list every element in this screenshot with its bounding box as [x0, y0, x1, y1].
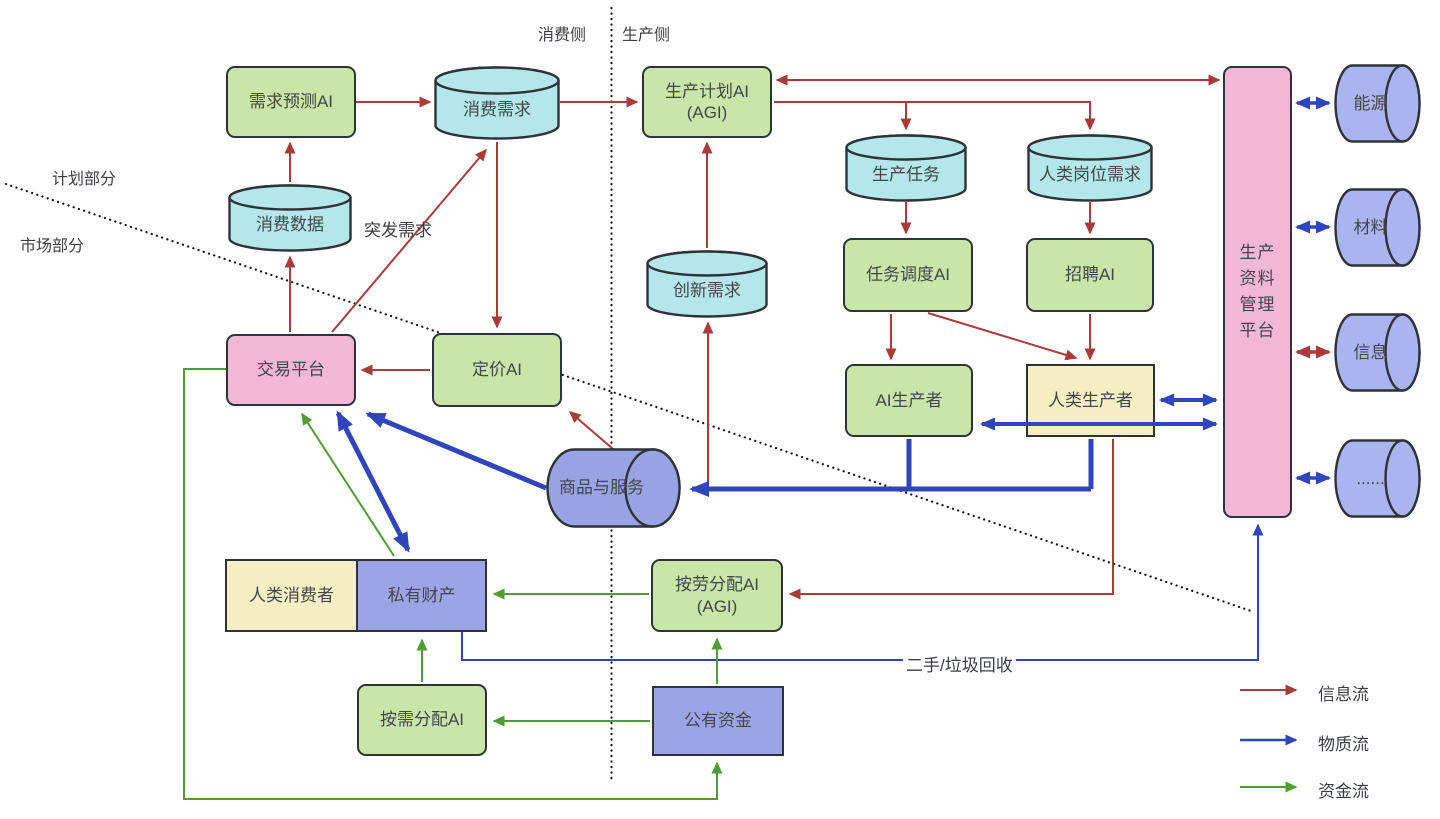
node-material: 材料 — [1334, 188, 1421, 267]
edge-producers-down — [906, 439, 1094, 489]
node-production-task-label: 生产任务 — [872, 164, 940, 184]
node-innovation-demand: 创新需求 — [646, 250, 768, 318]
node-need-distribution-ai-label: 按需分配AI — [379, 710, 465, 730]
node-labor-distribution-ai: 按劳分配AI (AGI) — [651, 559, 783, 632]
node-production-plan-ai-label: 生产计划AI — [664, 81, 750, 101]
edge-trade-property-bidir — [335, 410, 411, 553]
node-human-consumer-label: 人类消费者 — [249, 585, 334, 605]
edge-plan-to-jobdemand — [774, 101, 1096, 131]
node-consumer-property-group: 人类消费者 私有财产 — [225, 559, 487, 632]
legend-material-label: 物质流 — [1318, 735, 1369, 754]
label-producer-side: 生产侧 — [622, 27, 671, 44]
node-consumption-demand-label: 消费需求 — [463, 99, 531, 119]
label-market-part: 市场部分 — [20, 238, 85, 255]
node-information-label: 信息 — [1353, 342, 1388, 362]
node-innovation-demand-label: 创新需求 — [673, 280, 741, 300]
edge-recycle — [461, 523, 1264, 661]
node-more-resources-label: ...... — [1356, 468, 1385, 488]
legend-info-label: 信息流 — [1318, 685, 1369, 704]
node-human-producer: 人类生产者 — [1026, 364, 1155, 437]
money-flow-edges — [183, 368, 1298, 800]
node-recruiting-ai-label: 招聘AI — [1064, 265, 1116, 285]
platform-line-3: 管理 — [1239, 295, 1276, 314]
edge-scheduler-to-humanproducer — [927, 312, 1078, 361]
node-task-scheduling-ai: 任务调度AI — [843, 238, 973, 312]
node-trading-platform-label: 交易平台 — [257, 360, 325, 380]
node-ai-producer: AI生产者 — [845, 364, 973, 437]
edge-property-to-trade — [301, 412, 395, 557]
node-demand-forecast-ai: 需求预测AI — [226, 66, 356, 138]
node-private-property-label: 私有财产 — [387, 585, 456, 605]
platform-line-1: 生产 — [1239, 243, 1276, 262]
legend-money-label: 资金流 — [1318, 782, 1369, 801]
node-production-plan-ai: 生产计划AI (AGI) — [642, 66, 772, 138]
platform-line-2: 资料 — [1239, 269, 1276, 288]
separators — [4, 6, 1256, 781]
node-production-plan-ai-sublabel: (AGI) — [686, 103, 728, 122]
node-human-job-demand-label: 人类岗位需求 — [1039, 164, 1141, 184]
label-plan-part: 计划部分 — [52, 171, 117, 188]
info-flow-edges — [284, 74, 1331, 696]
node-goods-services-label: 商品与服务 — [559, 478, 644, 498]
node-ai-producer-label: AI生产者 — [875, 390, 943, 410]
node-task-scheduling-ai-label: 任务调度AI — [865, 265, 951, 285]
node-trading-platform: 交易平台 — [226, 334, 356, 406]
node-energy-label: 能源 — [1353, 93, 1388, 113]
node-human-producer-label: 人类生产者 — [1048, 390, 1133, 410]
node-recruiting-ai: 招聘AI — [1026, 238, 1154, 312]
node-private-property: 私有财产 — [358, 561, 485, 630]
node-energy: 能源 — [1334, 64, 1421, 143]
node-pricing-ai-label: 定价AI — [471, 360, 523, 380]
node-human-job-demand: 人类岗位需求 — [1027, 134, 1153, 202]
node-goods-services: 商品与服务 — [546, 448, 681, 528]
separator-plan-market — [4, 182, 1256, 614]
material-flow-edges — [335, 96, 1331, 746]
node-human-consumer: 人类消费者 — [227, 561, 358, 630]
edge-humanproducer-to-labordist — [788, 439, 1114, 600]
node-production-task: 生产任务 — [845, 134, 967, 202]
edge-goods-to-trade — [365, 411, 547, 491]
label-consumer-side: 消费侧 — [538, 27, 587, 44]
node-labor-distribution-ai-sublabel: (AGI) — [696, 596, 738, 616]
node-public-fund: 公有资金 — [652, 686, 784, 756]
node-need-distribution-ai: 按需分配AI — [357, 684, 487, 756]
node-information: 信息 — [1334, 313, 1421, 392]
edge-goods-to-pricing — [568, 411, 614, 450]
node-material-label: 材料 — [1353, 217, 1388, 237]
edge-trade-to-fund — [183, 368, 723, 800]
node-pricing-ai: 定价AI — [432, 333, 562, 407]
node-consumption-data-label: 消费数据 — [256, 214, 324, 234]
node-demand-forecast-ai-label: 需求预测AI — [248, 92, 334, 112]
node-public-fund-label: 公有资金 — [684, 711, 752, 731]
node-production-resource-platform: 生产 资料 管理 平台 — [1223, 66, 1292, 518]
node-labor-distribution-ai-label: 按劳分配AI — [674, 575, 760, 595]
label-secondhand-recycle: 二手/垃圾回收 — [903, 651, 1016, 676]
node-consumption-data: 消费数据 — [228, 184, 352, 252]
label-burst-demand: 突发需求 — [364, 221, 432, 240]
edge-burst-demand — [331, 148, 487, 333]
platform-line-4: 平台 — [1239, 321, 1276, 340]
node-more-resources: ...... — [1334, 439, 1421, 518]
node-consumption-demand: 消费需求 — [434, 66, 560, 140]
